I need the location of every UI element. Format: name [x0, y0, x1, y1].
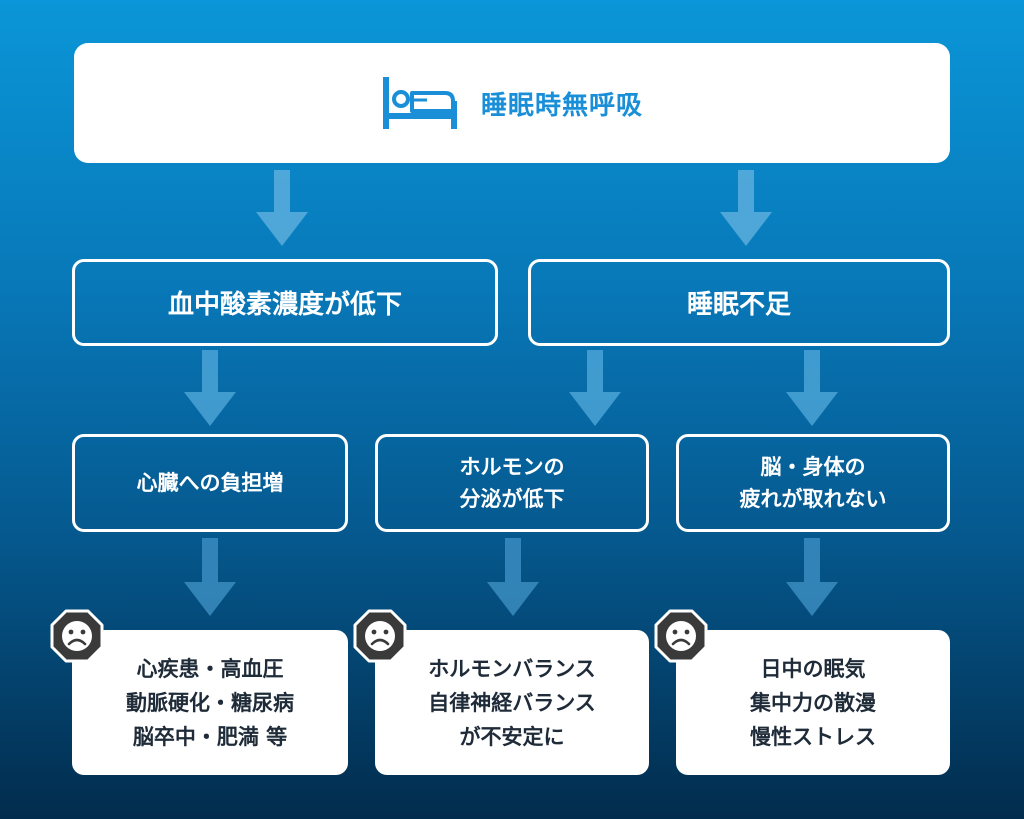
sad-face-icon	[353, 609, 407, 663]
drowsiness-box: 日中の眠気 集中力の散漫 慢性ストレス	[676, 630, 950, 775]
arrow-sleep-to-hormone	[569, 350, 621, 426]
disease-box: 心疾患・高血圧 動脈硬化・糖尿病 脳卒中・肥満 等	[72, 630, 348, 775]
disease-label: 心疾患・高血圧 動脈硬化・糖尿病 脳卒中・肥満 等	[126, 656, 294, 749]
arrow-heart-to-disease	[184, 538, 236, 616]
sad-face-icon	[654, 609, 708, 663]
hormone-secretion-box: ホルモンの 分泌が低下	[375, 434, 649, 532]
arrow-fatigue-to-drowsiness	[786, 538, 838, 616]
arrow-top-to-oxygen	[256, 170, 308, 246]
arrow-sleep-to-fatigue	[786, 350, 838, 426]
oxygen-decrease-label: 血中酸素濃度が低下	[167, 290, 402, 320]
drowsiness-label: 日中の眠気 集中力の散漫 慢性ストレス	[750, 656, 876, 749]
fatigue-box: 脳・身体の 疲れが取れない	[676, 434, 950, 532]
balance-label: ホルモンバランス 自律神経バランス が不安定に	[428, 656, 596, 749]
heart-burden-label: 心臓への負担増	[136, 471, 284, 495]
sleep-deprivation-box: 睡眠不足	[528, 259, 950, 346]
sleep-deprivation-label: 睡眠不足	[686, 290, 791, 320]
sad-face-icon	[50, 609, 104, 663]
arrow-oxygen-to-heart	[184, 350, 236, 426]
fatigue-label: 脳・身体の 疲れが取れない	[739, 455, 887, 511]
heart-burden-box: 心臓への負担増	[72, 434, 348, 532]
sleep-apnea-box: 睡眠時無呼吸	[74, 43, 950, 163]
page-title: 睡眠時無呼吸	[480, 90, 643, 121]
bed-icon	[382, 77, 457, 129]
arrow-hormone-to-balance	[487, 538, 539, 616]
oxygen-decrease-box: 血中酸素濃度が低下	[72, 259, 498, 346]
hormone-secretion-label: ホルモンの 分泌が低下	[459, 455, 565, 511]
balance-box: ホルモンバランス 自律神経バランス が不安定に	[375, 630, 649, 775]
arrow-top-to-sleep	[720, 170, 772, 246]
